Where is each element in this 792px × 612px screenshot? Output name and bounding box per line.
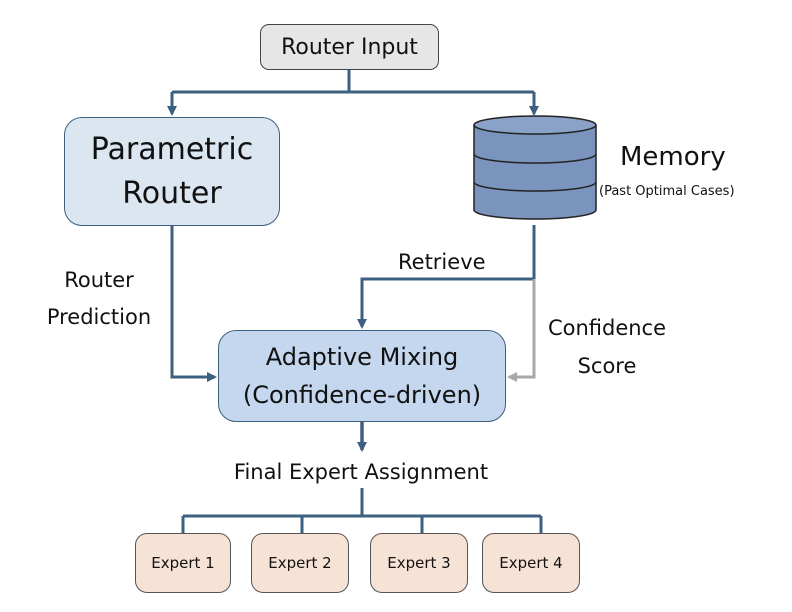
- confidence-score-label: Confidence Score: [540, 309, 674, 385]
- expert-1-node: Expert 1: [135, 533, 231, 593]
- expert-1-label: Expert 1: [151, 554, 215, 572]
- router-input-node: Router Input: [260, 24, 439, 70]
- expert-4-label: Expert 4: [499, 554, 563, 572]
- parametric-router-line1: Parametric: [90, 131, 254, 167]
- adaptive-mixing-line2: (Confidence-driven): [242, 381, 482, 409]
- confidence-score-line1: Confidence: [547, 316, 667, 340]
- retrieve-label: Retrieve: [398, 250, 486, 274]
- expert-3-node: Expert 3: [370, 533, 468, 593]
- confidence-score-line2: Score: [577, 354, 637, 378]
- memory-subtitle: (Past Optimal Cases): [599, 184, 735, 199]
- router-prediction-line2: Prediction: [46, 305, 152, 329]
- confidence-score-arrow: [507, 279, 536, 382]
- expert-3-label: Expert 3: [387, 554, 451, 572]
- parametric-router-line2: Router: [122, 175, 222, 211]
- adaptive-mixing-node: Adaptive Mixing (Confidence-driven): [218, 330, 506, 422]
- expert-2-label: Expert 2: [268, 554, 332, 572]
- parametric-router-node: Parametric Router: [64, 117, 280, 226]
- memory-title: Memory: [620, 142, 726, 172]
- adaptive-mixing-line1: Adaptive Mixing: [265, 343, 459, 371]
- router-prediction-label: Router Prediction: [36, 262, 162, 336]
- memory-database-icon: [473, 115, 597, 220]
- final-expert-assignment-label: Final Expert Assignment: [233, 460, 489, 484]
- router-input-label: Router Input: [281, 34, 418, 60]
- expert-4-node: Expert 4: [482, 533, 580, 593]
- router-prediction-arrow: [170, 226, 217, 382]
- retrieve-arrow: [357, 225, 536, 329]
- expert-2-node: Expert 2: [251, 533, 349, 593]
- router-prediction-line1: Router: [64, 268, 134, 292]
